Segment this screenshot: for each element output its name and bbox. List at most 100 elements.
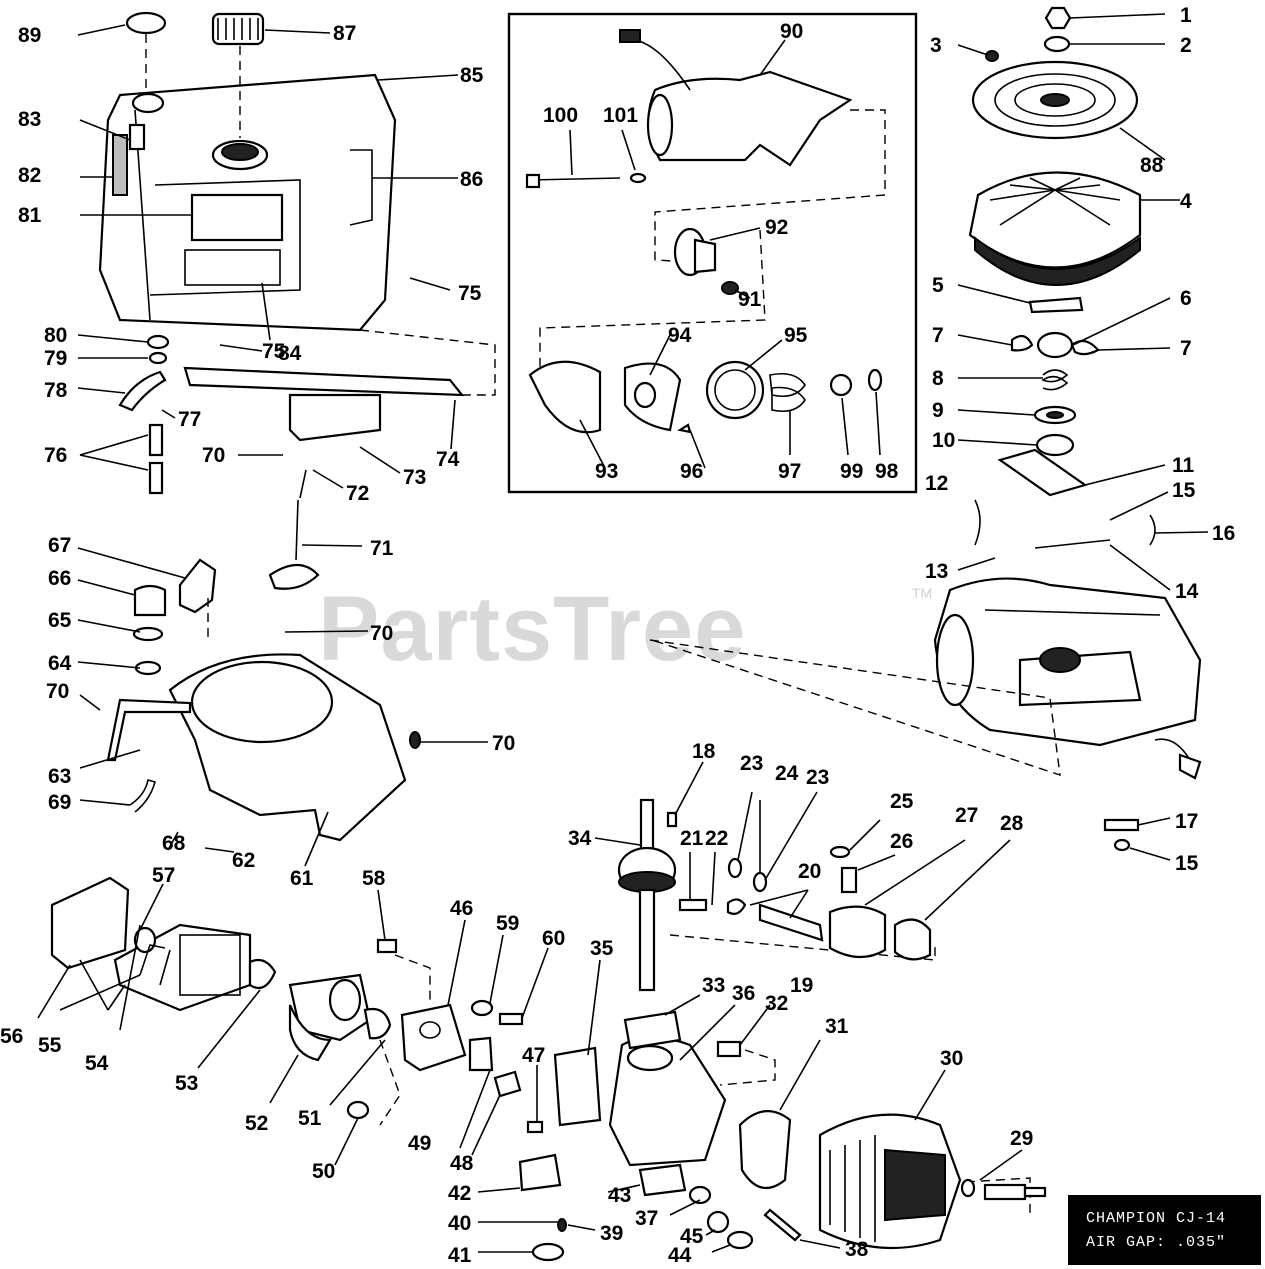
callout-83: 83 [18, 108, 41, 131]
callout-15: 15 [1175, 852, 1199, 875]
callout-70: 70 [492, 732, 515, 755]
callout-16: 16 [1212, 522, 1235, 545]
callout-14: 14 [1175, 580, 1199, 603]
callout-21: 21 [680, 827, 704, 850]
throttle-linkage-illustration [118, 329, 496, 590]
callout-19: 19 [790, 974, 813, 997]
callout-63: 63 [48, 765, 71, 788]
air-silencer-illustration [50, 876, 277, 1012]
callout-42: 42 [448, 1182, 471, 1205]
callout-23: 23 [806, 766, 829, 789]
callout-22: 22 [705, 827, 728, 850]
callout-72: 72 [346, 482, 369, 505]
carburetor-illustration [288, 938, 544, 1134]
callout-70: 70 [370, 622, 393, 645]
callout-36: 36 [732, 982, 755, 1005]
callout-67: 67 [48, 534, 71, 557]
clip-illustration [1103, 818, 1140, 832]
callout-46: 46 [450, 897, 473, 920]
spark-plug-illustration [960, 1178, 1047, 1201]
callout-70: 70 [202, 444, 225, 467]
callout-27: 27 [955, 804, 978, 827]
callout-86: 86 [460, 168, 483, 191]
piston-connecting-rod-illustration [678, 845, 932, 961]
callout-35: 35 [590, 937, 614, 960]
callout-20: 20 [798, 860, 821, 883]
cylinder-illustration [738, 1110, 1031, 1250]
callout-43: 43 [608, 1184, 631, 1207]
callout-60: 60 [542, 927, 565, 950]
callout-75: 75 [458, 282, 482, 305]
callout-96: 96 [680, 460, 703, 483]
callout-39: 39 [600, 1222, 623, 1245]
callout-1: 1 [1180, 4, 1192, 27]
callout-12: 12 [925, 472, 948, 495]
callout-33: 33 [702, 974, 725, 997]
callout-50: 50 [312, 1160, 335, 1183]
crankcase-illustration [518, 1010, 802, 1262]
vent-plug-illustration [125, 11, 167, 35]
callout-30: 30 [940, 1047, 963, 1070]
callout-37: 37 [635, 1207, 658, 1230]
callout-44: 44 [668, 1244, 692, 1267]
flywheel-housing-illustration [933, 499, 1202, 780]
callout-51: 51 [298, 1107, 322, 1130]
callout-18: 18 [692, 740, 716, 763]
callout-71: 71 [370, 537, 394, 560]
callout-85: 85 [460, 64, 484, 87]
callout-32: 32 [765, 992, 788, 1015]
callout-4: 4 [1180, 190, 1192, 213]
callout-54: 54 [85, 1052, 109, 1075]
callout-40: 40 [448, 1212, 471, 1235]
callout-82: 82 [18, 164, 41, 187]
callout-29: 29 [1010, 1127, 1033, 1150]
callout-47: 47 [522, 1044, 545, 1067]
callout-9: 9 [932, 399, 944, 422]
callout-59: 59 [496, 912, 519, 935]
callout-23: 23 [740, 752, 763, 775]
callout-80: 80 [44, 324, 67, 347]
callout-31: 31 [825, 1015, 849, 1038]
callout-77: 77 [178, 408, 201, 431]
callout-8: 8 [932, 367, 944, 390]
callout-61: 61 [290, 867, 314, 890]
leader-lines [37, 13, 1209, 1253]
callout-57: 57 [152, 864, 175, 887]
callout-100: 100 [543, 104, 578, 127]
callout-101: 101 [603, 104, 638, 127]
assembly-line [649, 639, 1061, 777]
callout-74: 74 [436, 448, 460, 471]
callout-38: 38 [845, 1238, 869, 1261]
callout-13: 13 [925, 560, 948, 583]
callout-7: 7 [932, 324, 944, 347]
callout-3: 3 [930, 34, 942, 57]
callout-97: 97 [778, 460, 801, 483]
callout-11: 11 [1172, 454, 1195, 477]
callout-41: 41 [448, 1244, 472, 1267]
callout-49: 49 [408, 1132, 431, 1155]
callout-75: 75 [262, 340, 286, 363]
spec-line-1: CHAMPION CJ-14 [1086, 1210, 1227, 1227]
starter-motor-illustration [525, 29, 886, 434]
callout-7: 7 [1180, 337, 1192, 360]
callout-84: 84 [278, 342, 302, 365]
callout-45: 45 [680, 1225, 704, 1248]
callout-34: 34 [568, 827, 592, 850]
callout-56: 56 [0, 1025, 23, 1048]
callout-66: 66 [48, 567, 71, 590]
screw-illustration [1113, 838, 1131, 852]
callout-52: 52 [245, 1112, 268, 1135]
callout-91: 91 [738, 288, 762, 311]
callout-17: 17 [1175, 810, 1198, 833]
fuel-cap-illustration [211, 12, 265, 46]
callout-90: 90 [780, 20, 803, 43]
callout-6: 6 [1180, 287, 1192, 310]
callout-53: 53 [175, 1072, 198, 1095]
callout-89: 89 [18, 24, 41, 47]
callout-15: 15 [1172, 479, 1196, 502]
crankshaft-illustration [617, 798, 936, 992]
fuel-tank-cover-illustration [98, 73, 397, 332]
callout-73: 73 [403, 466, 426, 489]
recoil-starter-illustration [968, 6, 1142, 497]
